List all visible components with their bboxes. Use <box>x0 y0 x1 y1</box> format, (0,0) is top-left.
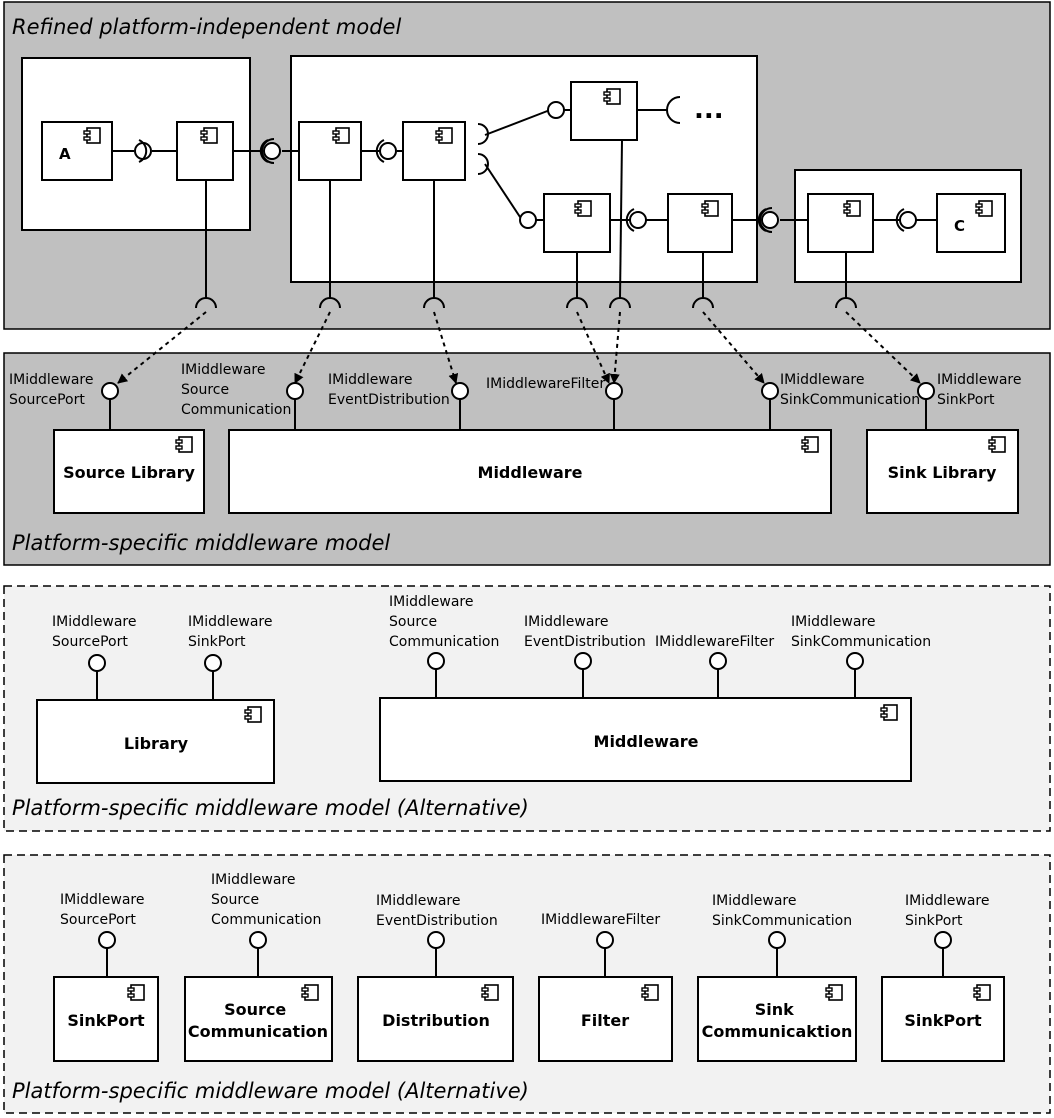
pim-title: Refined platform-independent model <box>12 15 401 39</box>
pim-component-5 <box>543 193 611 253</box>
alt2-source-comm-label: Source Communication <box>188 1000 328 1041</box>
alt2-iface-sink-comm: IMiddleware SinkCommunication <box>712 893 852 929</box>
alt1-lollipops <box>88 652 864 672</box>
psm-iface-sink-port: IMiddleware SinkPort <box>937 372 1026 408</box>
alt2-sinkport-2: SinkPort <box>881 976 1005 1062</box>
pim-component-c: C <box>936 193 1006 253</box>
pim-component-3 <box>402 121 466 181</box>
pim-component-7 <box>807 193 874 253</box>
psm-iface-source-comm: IMiddleware Source Communication <box>181 362 291 418</box>
alt2-distribution: Distribution <box>357 976 514 1062</box>
alt2-sink-comm: Sink Communicaktion <box>697 976 857 1062</box>
pim-component-a: A <box>41 121 113 181</box>
dependency-arrows <box>117 311 921 384</box>
alt2-source-comm: Source Communication <box>184 976 333 1062</box>
psm-middleware: Middleware <box>228 429 832 514</box>
alt1-library-label: Library <box>124 734 189 753</box>
alt2-iface-event-dist: IMiddleware EventDistribution <box>376 893 498 929</box>
alt2-sinkport-1: SinkPort <box>53 976 159 1062</box>
alt2-iface-source-port: IMiddleware SourcePort <box>60 892 149 928</box>
psm-middleware-label: Middleware <box>478 463 583 482</box>
pim-component-2 <box>298 121 362 181</box>
alt2-stems <box>106 948 944 977</box>
alt1-stems <box>96 669 856 700</box>
alt2-iface-filter: IMiddlewareFilter <box>541 912 660 928</box>
alt1-middleware-label: Middleware <box>594 732 699 751</box>
pim-interface-symbols <box>134 96 917 309</box>
psm-sink-library-label: Sink Library <box>888 463 997 482</box>
alt1-iface-source-comm: IMiddleware Source Communication <box>389 594 499 650</box>
alt1-iface-filter: IMiddlewareFilter <box>655 634 774 650</box>
alt2-title: Platform-specific middleware model (Alte… <box>12 1079 529 1103</box>
pim-component-4 <box>570 81 638 141</box>
alt1-middleware: Middleware <box>379 697 912 782</box>
psm-source-library: Source Library <box>53 429 205 514</box>
alt2-lollipops <box>98 931 952 949</box>
alt1-iface-sink-comm: IMiddleware SinkCommunication <box>791 614 931 650</box>
psm-source-library-label: Source Library <box>63 463 195 482</box>
psm-iface-sink-comm: IMiddleware SinkCommunication <box>780 372 920 408</box>
psm-title: Platform-specific middleware model <box>12 531 390 555</box>
psm-iface-source-port: IMiddleware SourcePort <box>9 372 98 408</box>
alt2-iface-sink-port: IMiddleware SinkPort <box>905 893 994 929</box>
alt1-iface-source-port: IMiddleware SourcePort <box>52 614 141 650</box>
alt2-filter-label: Filter <box>581 1011 629 1030</box>
alt2-filter: Filter <box>538 976 673 1062</box>
psm-iface-event-dist: IMiddleware EventDistribution <box>328 372 450 408</box>
pim-ellipsis: ... <box>694 95 724 125</box>
pim-component-a-label: A <box>59 145 71 163</box>
psm-sink-library: Sink Library <box>866 429 1019 514</box>
alt1-title: Platform-specific middleware model (Alte… <box>12 796 529 820</box>
pim-component-1 <box>176 121 234 181</box>
pim-component-6 <box>667 193 733 253</box>
alt2-distribution-label: Distribution <box>382 1011 490 1030</box>
alt1-iface-sink-port: IMiddleware SinkPort <box>188 614 277 650</box>
alt2-section <box>3 854 1051 1114</box>
psm-lollipops <box>101 382 935 400</box>
alt1-iface-event-dist: IMiddleware EventDistribution <box>524 614 646 650</box>
psm-stems <box>109 399 927 430</box>
alt2-sinkport-1-label: SinkPort <box>67 1011 145 1030</box>
alt2-sink-comm-label: Sink Communicaktion <box>702 1000 853 1041</box>
alt2-iface-source-comm: IMiddleware Source Communication <box>211 872 321 928</box>
psm-iface-filter: IMiddlewareFilter <box>486 376 605 392</box>
alt1-library: Library <box>36 699 275 784</box>
pim-component-c-label: C <box>954 217 965 235</box>
alt2-sinkport-2-label: SinkPort <box>904 1011 982 1030</box>
